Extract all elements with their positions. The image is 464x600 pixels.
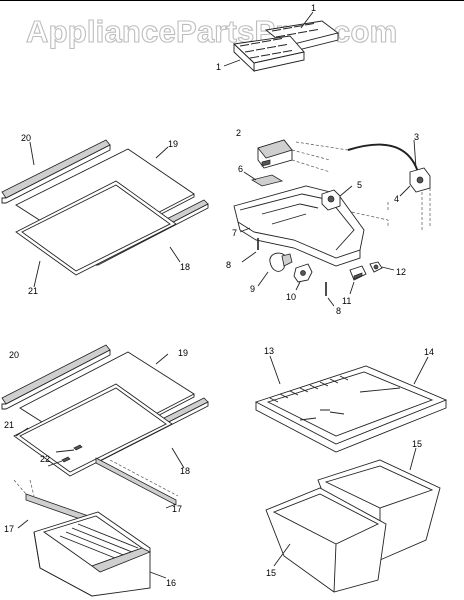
callout-7: 7 <box>232 228 237 238</box>
callout-13: 13 <box>264 346 274 356</box>
callout-21-upper: 21 <box>28 286 38 296</box>
callout-17-right: 17 <box>172 504 182 514</box>
callout-8-left: 8 <box>226 260 231 270</box>
callout-19-lower: 19 <box>178 348 188 358</box>
callout-6: 6 <box>238 164 243 174</box>
callout-20-upper: 20 <box>21 133 31 143</box>
callout-15-left: 15 <box>266 568 276 578</box>
callout-2: 2 <box>236 128 241 138</box>
upper-shelf-assembly <box>1 139 209 288</box>
callout-11: 11 <box>342 296 351 306</box>
ice-trays <box>223 11 340 73</box>
callout-12: 12 <box>396 267 406 277</box>
callout-9: 9 <box>250 284 255 294</box>
lower-shelf-assembly <box>1 344 209 597</box>
watermark: AppliancePartsPros.com <box>26 14 397 49</box>
callout-21-lower: 21 <box>4 420 14 430</box>
callout-16: 16 <box>166 578 176 588</box>
callout-17-left: 17 <box>4 524 14 534</box>
callout-1-left: 1 <box>216 62 221 72</box>
callout-4: 4 <box>394 194 399 204</box>
callout-3: 3 <box>414 132 419 142</box>
callout-22: 22 <box>40 454 50 464</box>
callout-20-lower: 20 <box>9 350 19 360</box>
callout-1-top: 1 <box>311 3 316 13</box>
callout-15-right: 15 <box>412 439 422 449</box>
callout-19-upper: 19 <box>168 139 178 149</box>
callout-10: 10 <box>286 292 296 302</box>
crisper-cover-and-bins <box>254 355 448 593</box>
light-control-assembly <box>233 139 431 307</box>
callout-5: 5 <box>357 180 362 190</box>
callout-8-bottom: 8 <box>336 306 341 316</box>
callout-18-lower: 18 <box>180 466 190 476</box>
callout-14: 14 <box>424 347 434 357</box>
callout-18-upper: 18 <box>180 262 190 272</box>
